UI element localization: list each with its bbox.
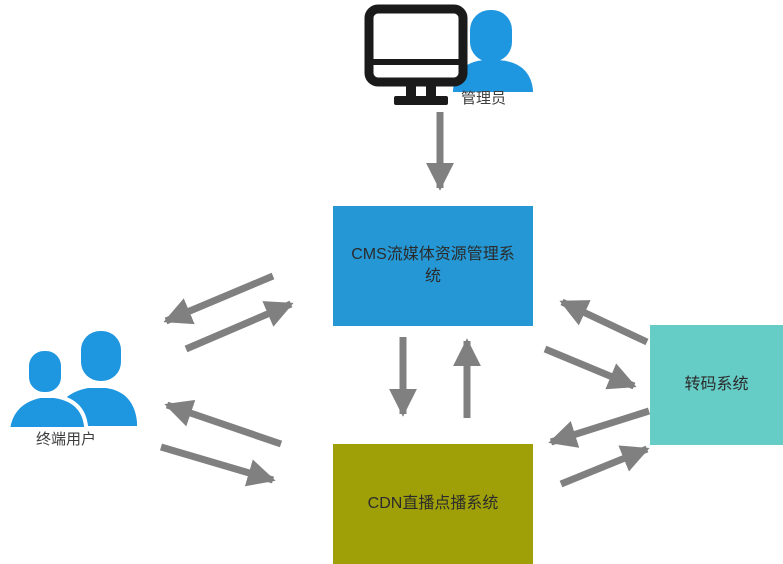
arrow-transcode-to-cms <box>559 298 649 346</box>
transcode-system-label: 转码系统 <box>684 376 749 393</box>
admin-workstation-icon <box>364 4 533 105</box>
admin-person-head <box>470 10 512 62</box>
admin-person-body <box>453 60 533 92</box>
front-person-icon <box>8 347 88 431</box>
arrow-user-to-cdn <box>160 443 276 487</box>
cdn-system-label: CDN直播点播系统 <box>367 495 499 512</box>
monitor-stand-leg <box>426 80 436 98</box>
arrow-cms-to-transcode <box>543 345 637 390</box>
monitor-stand-leg <box>406 80 416 98</box>
back-person-head <box>81 331 121 381</box>
arrow-cms-to-user <box>163 272 275 325</box>
front-person-body <box>8 394 88 431</box>
arrow-cdn-to-user <box>164 399 283 448</box>
monitor-icon <box>364 4 468 105</box>
arrow-transcode-to-cdn <box>548 407 651 448</box>
end-users-label: 终端用户 <box>36 431 97 448</box>
cms-system-node: CMS流媒体资源管理系统 <box>333 206 533 326</box>
front-person-head <box>25 347 65 396</box>
admin-label: 管理员 <box>461 90 507 107</box>
end-users-icon <box>8 331 137 431</box>
monitor-screen <box>364 4 468 87</box>
arrow-cdn-to-transcode <box>559 445 650 488</box>
monitor-stand-base <box>394 96 448 105</box>
transcode-system-node: 转码系统 <box>650 325 783 445</box>
cdn-system-node: CDN直播点播系统 <box>333 444 533 564</box>
arrow-user-to-cms <box>184 300 294 353</box>
admin-person-icon <box>453 10 533 92</box>
cms-system-label: CMS流媒体资源管理系统 <box>351 246 515 285</box>
